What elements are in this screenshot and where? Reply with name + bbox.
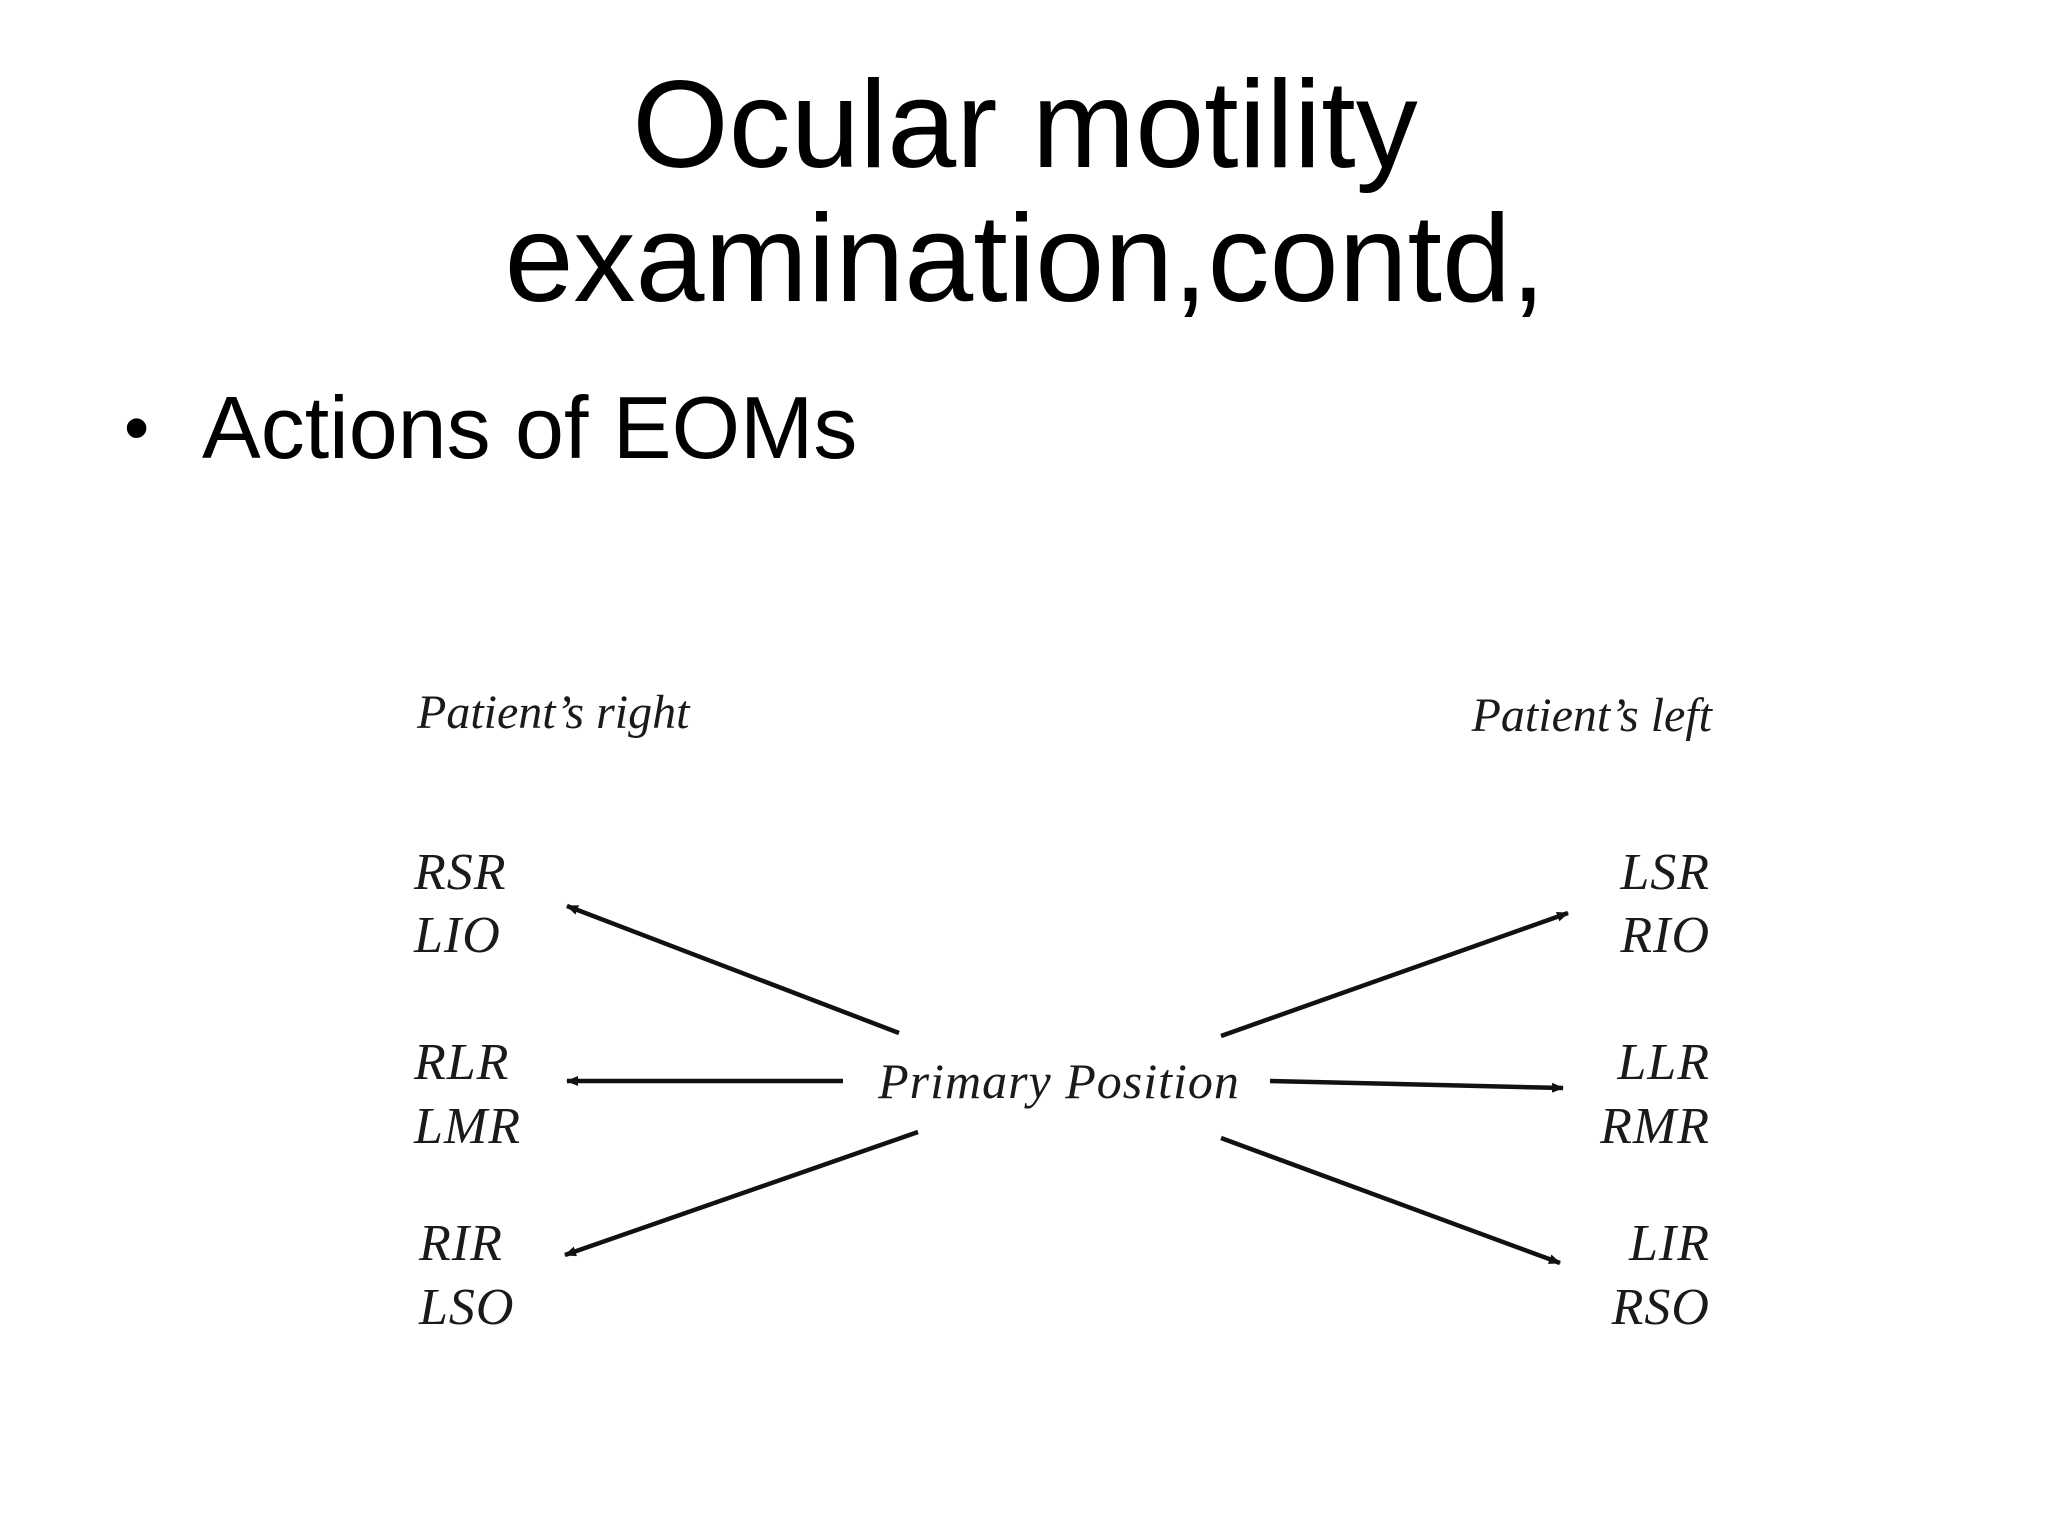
muscle-label-rlr: RLR bbox=[413, 1034, 509, 1091]
left-upper-group: RSR LIO bbox=[413, 844, 507, 964]
bullet-icon: • bbox=[124, 388, 150, 468]
muscle-label-lio: LIO bbox=[413, 907, 501, 964]
arrow-up-right bbox=[1220, 910, 1569, 1039]
arrow-down-right bbox=[1220, 1135, 1561, 1266]
muscle-label-lso: LSO bbox=[418, 1279, 514, 1336]
muscle-label-llr: LLR bbox=[1616, 1034, 1710, 1091]
bullet-text: Actions of EOMs bbox=[202, 378, 858, 477]
left-lower-group: RIR LSO bbox=[418, 1215, 514, 1336]
muscle-label-lir: LIR bbox=[1628, 1215, 1710, 1272]
slide-title: Ocular motility examination,contd, bbox=[300, 58, 1750, 326]
slide-title-line-2: examination,contd, bbox=[504, 190, 1546, 328]
arrow-right bbox=[1269, 1078, 1564, 1093]
muscle-label-rmr: RMR bbox=[1599, 1098, 1710, 1155]
patient-right-label: Patient’s right bbox=[416, 686, 691, 739]
patient-left-label: Patient’s left bbox=[1471, 689, 1714, 742]
muscle-label-rir: RIR bbox=[418, 1215, 503, 1272]
bullet-item: • Actions of EOMs bbox=[124, 378, 857, 478]
slide-title-line-1: Ocular motility bbox=[632, 56, 1418, 194]
left-middle-group: RLR LMR bbox=[413, 1034, 521, 1155]
muscle-label-rso: RSO bbox=[1611, 1279, 1710, 1336]
primary-position-label: Primary Position bbox=[877, 1053, 1240, 1109]
right-lower-group: LIR RSO bbox=[1611, 1215, 1710, 1336]
arrow-up-left bbox=[566, 903, 900, 1036]
arrow-down-left bbox=[564, 1129, 919, 1258]
muscle-label-lmr: LMR bbox=[413, 1098, 521, 1155]
muscle-label-rsr: RSR bbox=[413, 844, 507, 901]
muscle-label-lsr: LSR bbox=[1619, 844, 1710, 901]
muscle-label-rio: RIO bbox=[1619, 907, 1710, 964]
right-upper-group: LSR RIO bbox=[1619, 844, 1710, 964]
right-middle-group: LLR RMR bbox=[1599, 1034, 1710, 1155]
